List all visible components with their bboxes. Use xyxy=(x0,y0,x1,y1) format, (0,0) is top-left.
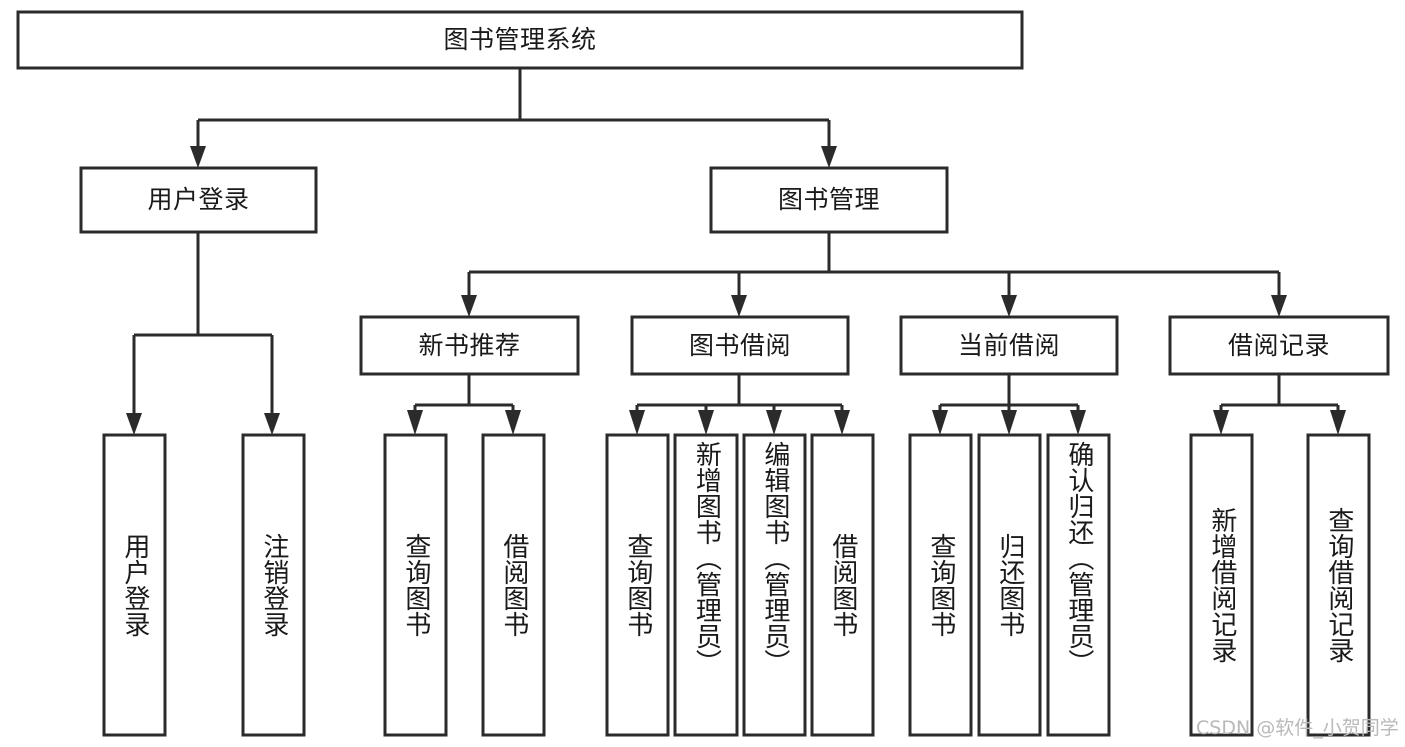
leaf-query-book-2-label: 查询图书 xyxy=(622,533,653,637)
leaf-user-login[interactable] xyxy=(102,433,167,737)
node-borrow-record-label: 借阅记录 xyxy=(1227,330,1330,360)
leaf-return-book[interactable] xyxy=(977,433,1042,737)
leaf-add-borrow-record-label: 新增借阅记录 xyxy=(1206,507,1237,663)
node-root-label: 图书管理系统 xyxy=(443,25,597,55)
leaf-query-borrow-record-label: 查询借阅记录 xyxy=(1323,507,1354,663)
connector-currentborrow-to-leaves xyxy=(932,374,1086,435)
leaf-edit-book-admin[interactable] xyxy=(742,433,807,737)
leaf-return-book-label: 归还图书 xyxy=(994,533,1025,637)
node-book-management-label: 图书管理 xyxy=(777,185,880,215)
leaf-borrow-book-1-label: 借阅图书 xyxy=(498,533,529,637)
leaf-borrow-book-2-label: 借阅图书 xyxy=(827,533,858,637)
connector-root-to-level2 xyxy=(190,68,837,168)
connector-newbook-to-leaves xyxy=(407,374,521,435)
node-current-borrow-label: 当前借阅 xyxy=(957,330,1060,360)
node-book-borrow[interactable] xyxy=(630,315,850,376)
leaf-logout[interactable] xyxy=(241,433,306,737)
leaf-confirm-return-admin[interactable] xyxy=(1046,433,1111,737)
leaf-query-book-3[interactable] xyxy=(908,433,973,737)
connector-borrowrecord-to-leaves xyxy=(1213,374,1346,435)
node-new-book-recommend[interactable] xyxy=(359,315,580,376)
leaf-query-borrow-record[interactable] xyxy=(1306,433,1371,737)
leaf-add-book-admin[interactable] xyxy=(673,433,739,737)
connector-bookborrow-to-leaves xyxy=(629,374,850,435)
csdn-watermark: CSDN @软件_小贺同学 xyxy=(1196,717,1399,739)
connector-bookmgmt-to-level3 xyxy=(461,232,1287,317)
node-new-book-recommend-label: 新书推荐 xyxy=(418,330,521,360)
leaf-borrow-book-2[interactable] xyxy=(810,433,875,737)
leaf-add-book-admin-label: 新增图书（管理员） xyxy=(691,441,722,675)
node-book-borrow-label: 图书借阅 xyxy=(688,330,791,360)
connector-userlogin-to-leaves xyxy=(126,232,280,435)
leaf-query-book-3-label: 查询图书 xyxy=(925,533,956,637)
leaf-edit-book-admin-label: 编辑图书（管理员） xyxy=(759,441,790,675)
leaf-confirm-return-admin-label: 确认归还（管理员） xyxy=(1063,441,1094,675)
node-user-login[interactable] xyxy=(79,166,318,234)
leaf-logout-label: 注销登录 xyxy=(258,533,289,637)
leaf-user-login-label: 用户登录 xyxy=(119,533,150,637)
leaf-add-borrow-record[interactable] xyxy=(1189,433,1254,737)
node-user-login-label: 用户登录 xyxy=(147,185,250,215)
leaf-borrow-book-1[interactable] xyxy=(481,433,546,737)
node-book-management[interactable] xyxy=(709,166,949,234)
node-current-borrow[interactable] xyxy=(899,315,1119,376)
leaf-query-book-1-label: 查询图书 xyxy=(400,533,431,637)
node-root[interactable] xyxy=(16,10,1024,70)
leaf-query-book-2[interactable] xyxy=(605,433,670,737)
node-borrow-record[interactable] xyxy=(1168,315,1390,376)
leaf-query-book-1[interactable] xyxy=(383,433,448,737)
